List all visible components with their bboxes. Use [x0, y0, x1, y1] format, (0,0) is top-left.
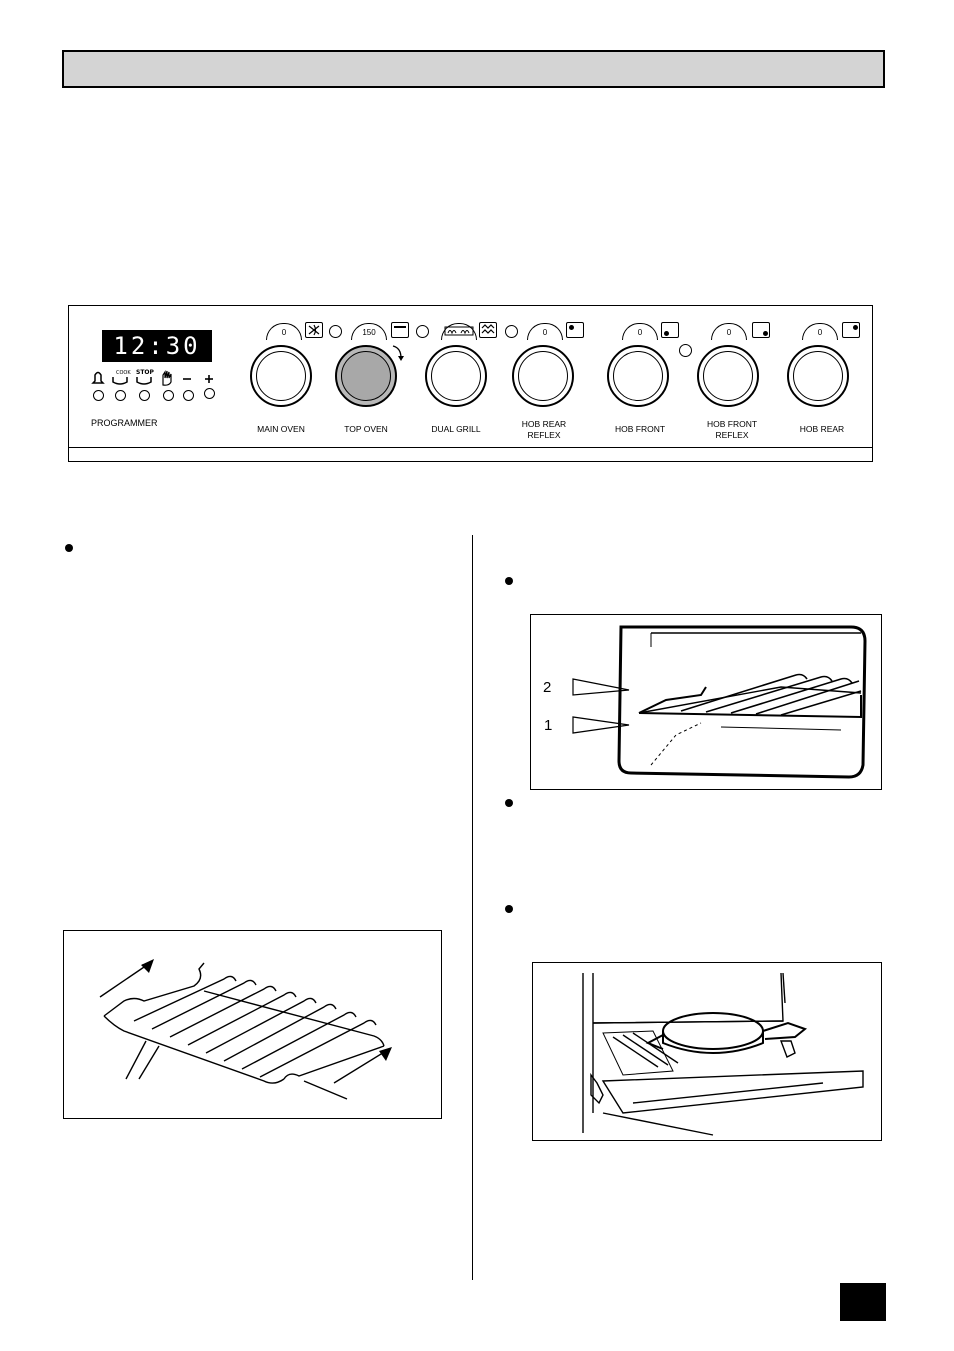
dual-grill-knob[interactable]: [425, 345, 487, 407]
grill-neon: [505, 325, 518, 338]
plus-button[interactable]: [204, 388, 215, 399]
hob-rear-reflex-label: HOB REAR REFLEX: [521, 419, 567, 440]
hob-rear-knob[interactable]: [787, 345, 849, 407]
top-oven-setting: 150: [351, 323, 387, 340]
oven-interior-drawing: [572, 625, 867, 779]
bullet: [505, 905, 513, 913]
fan-icon: [305, 322, 323, 338]
hob-front-knob[interactable]: [607, 345, 669, 407]
oven-shelf-positions-figure: 2 1: [530, 614, 882, 790]
hob-rear-reflex-setting: 0: [527, 323, 563, 340]
hob-rear-left-icon: [566, 322, 584, 338]
hob-rear-reflex-knob[interactable]: [512, 345, 574, 407]
grill-shelf-drawing: [99, 959, 392, 1100]
hob-rear-setting: 0: [802, 323, 838, 340]
top-oven-neon: [416, 325, 429, 338]
column-divider: [472, 535, 473, 1280]
section-header-bar: [62, 50, 885, 88]
svg-text:STOP: STOP: [136, 369, 155, 376]
bullet: [505, 799, 513, 807]
stop-time-icon: STOP: [136, 369, 155, 385]
manual-button[interactable]: [163, 390, 174, 401]
manual-hand-icon: [162, 370, 172, 386]
cook-time-icon: COOK: [112, 370, 131, 385]
rotate-arrow-icon: [392, 345, 404, 361]
page-number-box: [840, 1283, 886, 1321]
bullet: [65, 544, 73, 552]
stop-time-button[interactable]: [139, 390, 150, 401]
main-oven-knob[interactable]: [250, 345, 312, 407]
programmer-label: PROGRAMMER: [91, 418, 158, 428]
control-panel: 12:30 COOK STOP PROGRAMMER 0 MAIN: [68, 305, 873, 462]
hob-rear-label: HOB REAR: [799, 424, 845, 434]
svg-text:COOK: COOK: [116, 370, 131, 376]
shelf-figure: [63, 930, 442, 1119]
cook-time-button[interactable]: [115, 390, 126, 401]
main-oven-label: MAIN OVEN: [257, 424, 305, 434]
grill-icon: [444, 326, 474, 336]
shelf-position-2: 2: [543, 679, 552, 696]
bell-button[interactable]: [93, 390, 104, 401]
dish-on-shelf-figure: [532, 962, 882, 1141]
minus-button[interactable]: [183, 390, 194, 401]
plus-icon: [205, 375, 213, 383]
dual-grill-label: DUAL GRILL: [431, 424, 481, 434]
top-oven-icon: [391, 322, 409, 338]
bell-icon: [91, 371, 105, 384]
hob-neon: [679, 344, 692, 357]
main-oven-neon: [329, 325, 342, 338]
hob-front-label: HOB FRONT: [614, 424, 666, 434]
hob-front-right-icon: [752, 322, 770, 338]
full-grill-icon: [479, 322, 497, 338]
hob-front-reflex-setting: 0: [711, 323, 747, 340]
hob-front-left-icon: [661, 322, 679, 338]
shelf-position-1: 1: [544, 717, 553, 734]
hob-front-reflex-label: HOB FRONT REFLEX: [706, 419, 758, 440]
bullet: [505, 577, 513, 585]
hob-rear-right-icon: [842, 322, 860, 338]
oven-with-dish-drawing: [582, 972, 864, 1136]
hob-front-setting: 0: [622, 323, 658, 340]
top-oven-label: TOP OVEN: [344, 424, 388, 434]
top-oven-knob[interactable]: [335, 345, 397, 407]
main-oven-setting: 0: [266, 323, 302, 340]
hob-front-reflex-knob[interactable]: [697, 345, 759, 407]
clock-display: 12:30: [102, 330, 212, 362]
panel-base-strip: [69, 447, 872, 461]
programmer-icons: COOK STOP: [91, 369, 213, 386]
